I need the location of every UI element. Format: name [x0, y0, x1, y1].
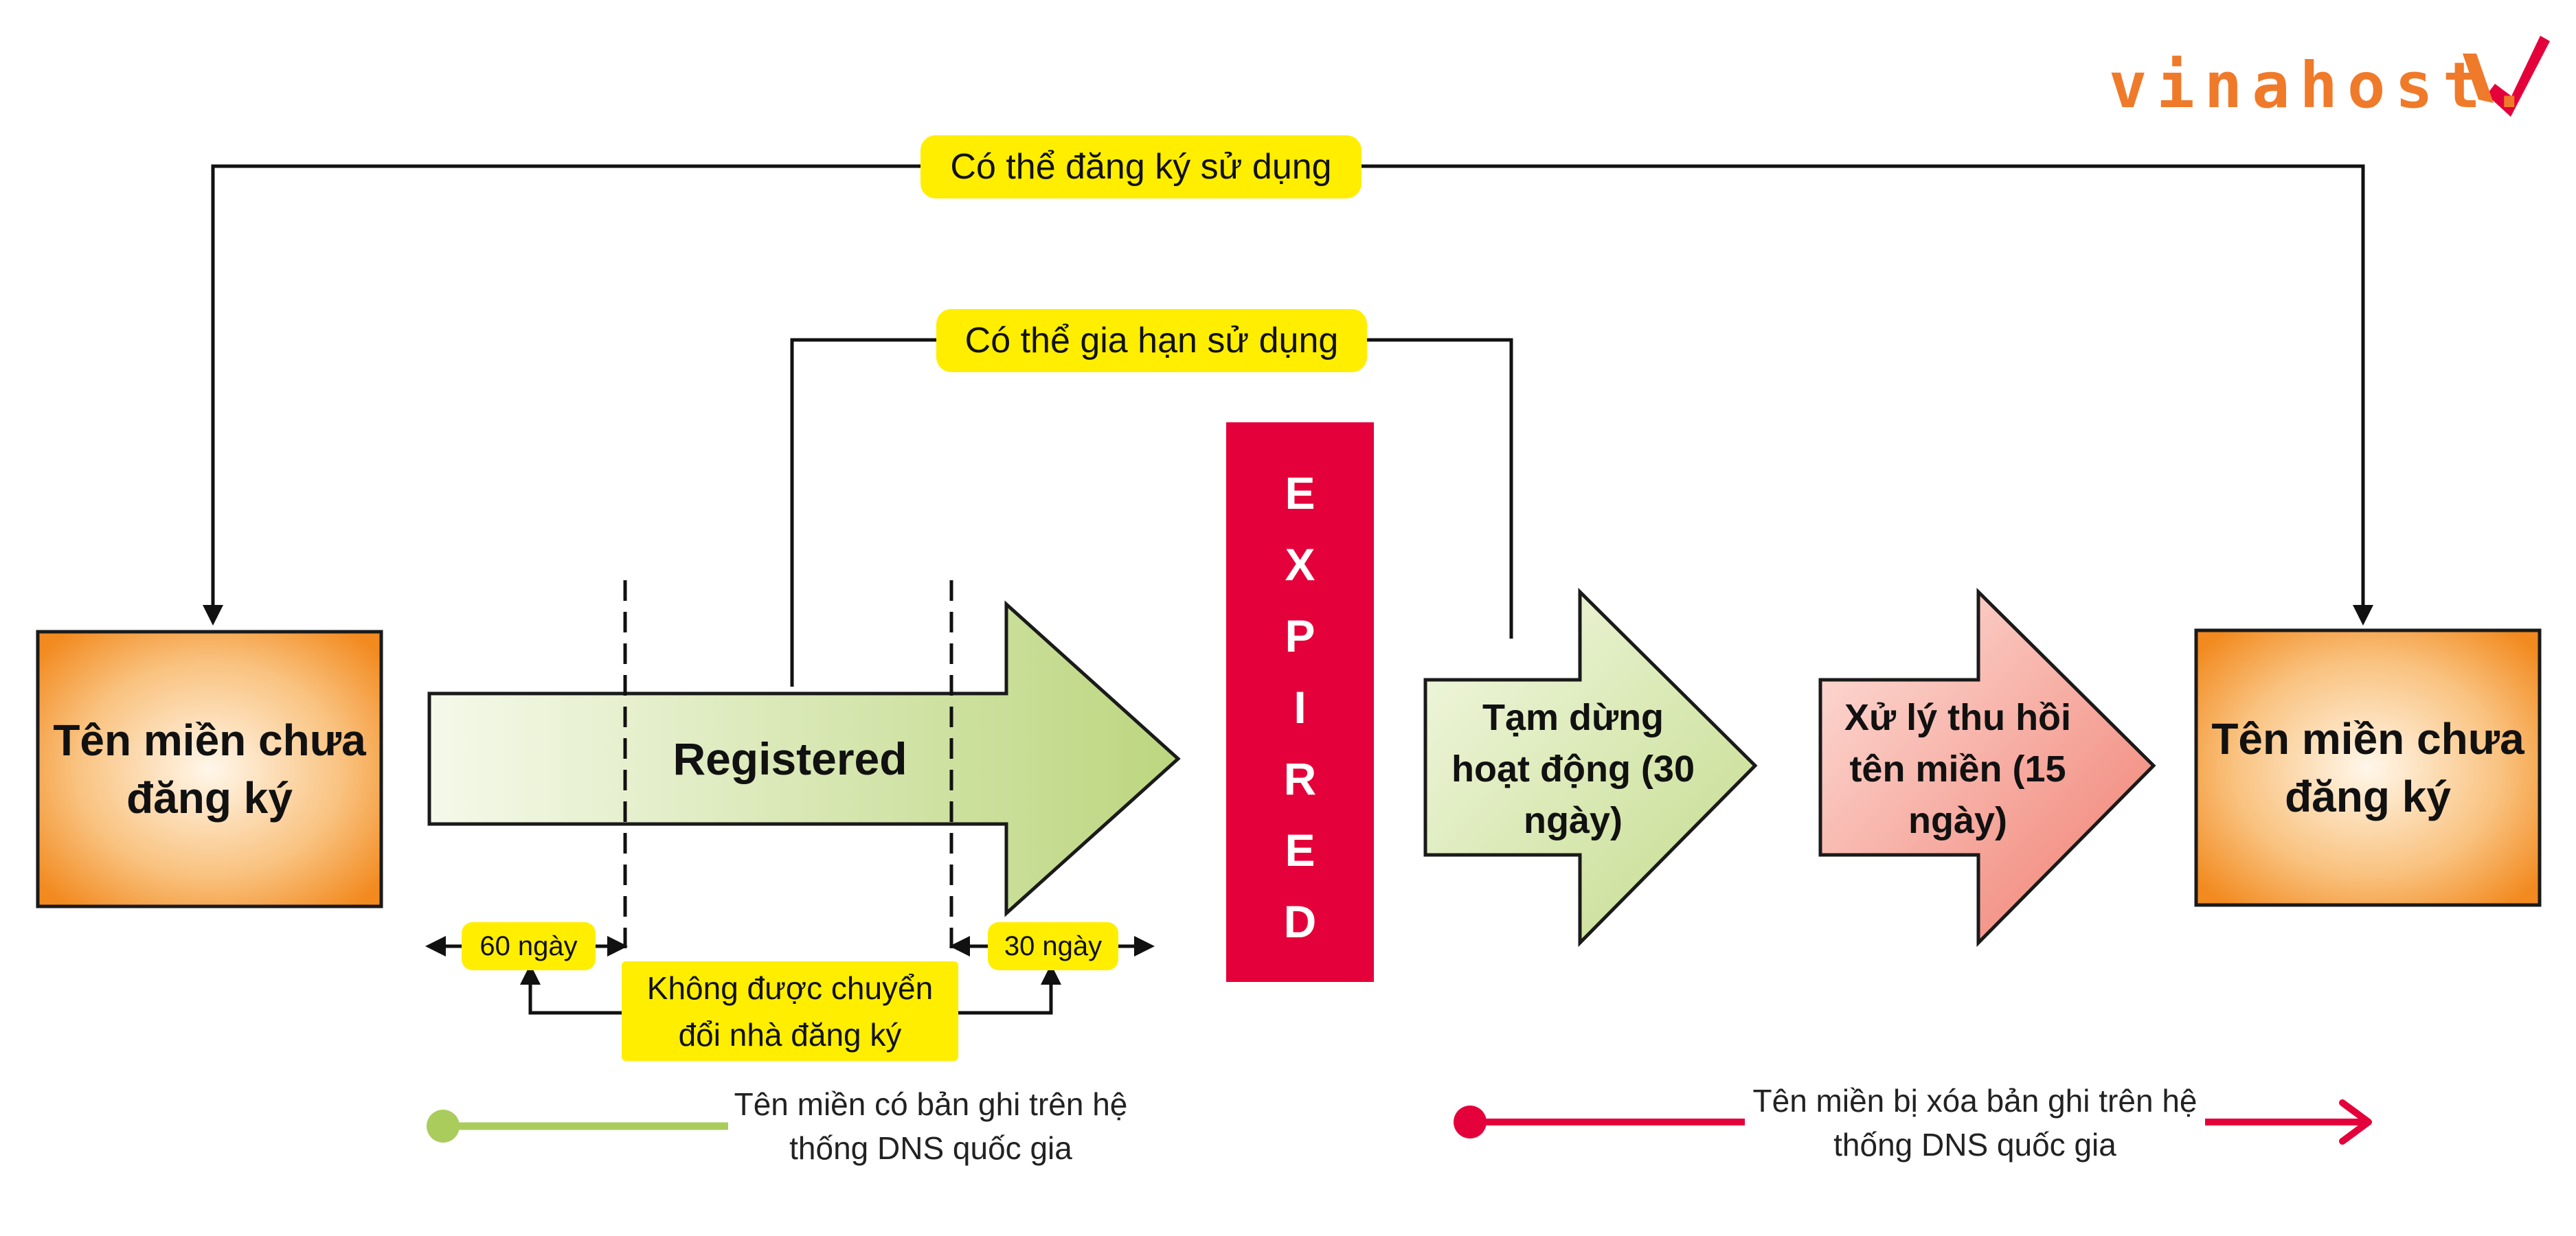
unregistered-label-left: Tên miền chưa đăng ký: [53, 716, 366, 823]
registered-label: Registered: [673, 733, 907, 784]
suspended-arrow: [1423, 587, 1758, 948]
register-use-label: Có thể đăng ký sử dụng: [920, 135, 1362, 198]
unregistered-box-right: [2194, 628, 2542, 907]
expired-letter-d: D: [1283, 896, 1317, 947]
unregistered-label-right: Tên miền chưa đăng ký: [2211, 714, 2524, 821]
expired-letter-r: R: [1283, 753, 1317, 804]
expired-letter-x: X: [1285, 539, 1315, 590]
legend-dns-on-text: Tên miền có bản ghi trên hệ thống DNS qu…: [734, 1086, 1128, 1166]
expired-letter-e2: E: [1285, 825, 1315, 876]
reclaim-label: Xử lý thu hồi tên miền (15 ngày): [1844, 696, 2072, 841]
logo-check-icon: [2487, 36, 2550, 117]
suspended-label: Tạm dừng hoạt động (30 ngày): [1451, 696, 1695, 841]
reclaim-arrow: [1818, 587, 2156, 948]
unregistered-box-left: [36, 630, 383, 908]
expired-letter-i: I: [1293, 682, 1307, 733]
expired-letter-p: P: [1285, 610, 1315, 661]
no-transfer-label: Không được chuyển đổi nhà đăng ký: [622, 961, 958, 1061]
renew-use-label: Có thể gia hạn sử dụng: [936, 309, 1367, 372]
logo-check-accent: [2463, 54, 2494, 103]
expired-letter-e1: E: [1285, 468, 1315, 518]
vinahost-logo: vinahost.: [2109, 49, 2538, 122]
days-60-label: 60 ngày: [462, 922, 596, 970]
expired-label: E X P I R E D: [1226, 467, 1374, 948]
renew-connector-line: [790, 338, 1513, 687]
legend-dns-off-text: Tên miền bị xóa bản ghi trên hệ thống DN…: [1752, 1083, 2197, 1163]
legend-red-arrowhead: [2339, 1099, 2372, 1145]
expired-bar: [1226, 422, 1374, 982]
days-30-label: 30 ngày: [988, 922, 1118, 970]
registered-arrow: [427, 600, 1181, 917]
